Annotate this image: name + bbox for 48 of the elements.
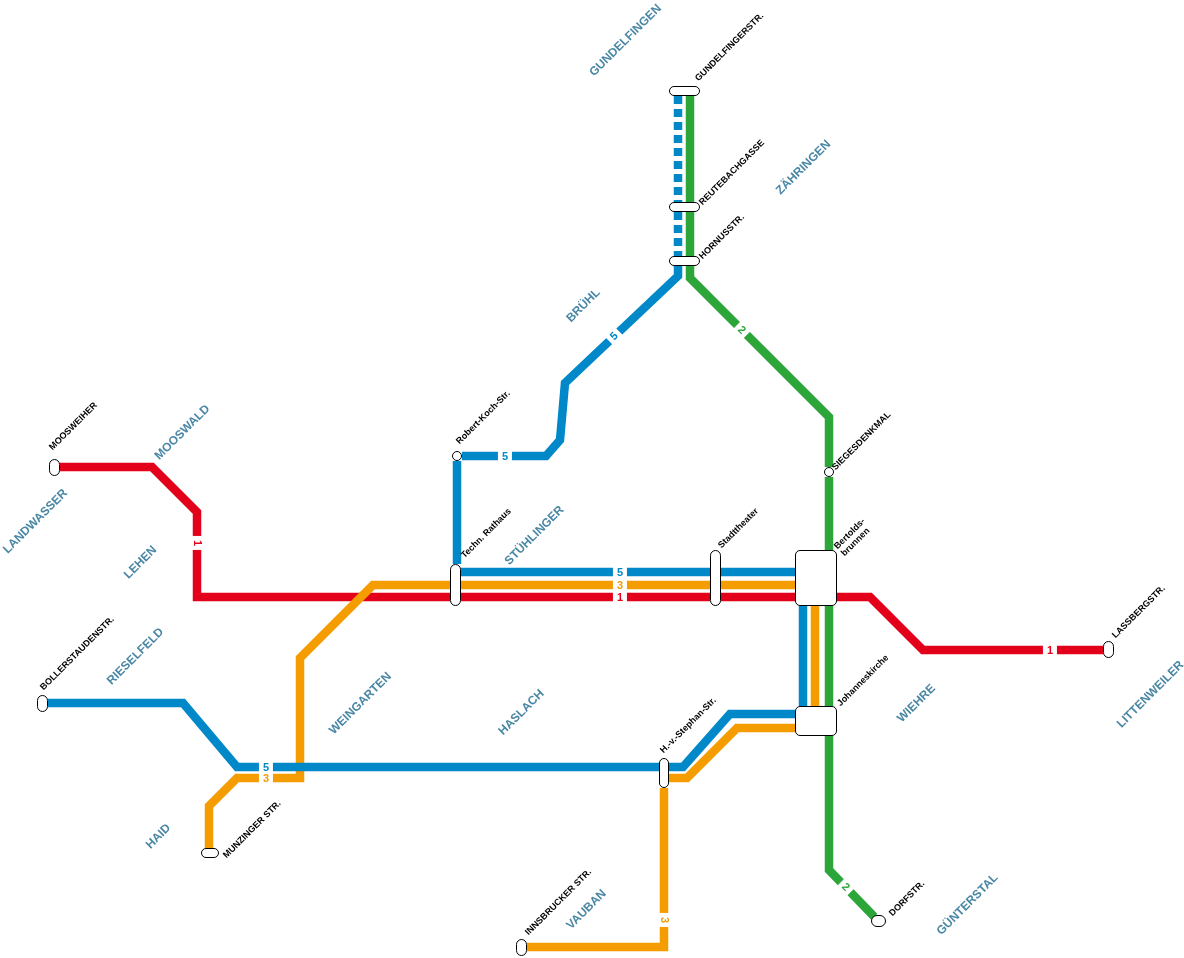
line-number: 5 (258, 761, 274, 773)
tram-line (798, 606, 808, 706)
tram-line (204, 580, 450, 848)
station-marker (516, 939, 527, 956)
dashed-tram-line (673, 212, 683, 256)
tram-line (824, 477, 834, 550)
station-marker (710, 550, 721, 606)
interchange-marker (795, 706, 837, 736)
station-marker (669, 202, 700, 212)
station-marker (450, 564, 461, 606)
tram-line (685, 96, 695, 202)
tram-line (810, 606, 820, 706)
interchange-marker (795, 550, 837, 606)
tram-line (48, 698, 659, 772)
line-number: 5 (612, 566, 628, 578)
line-number: 1 (191, 535, 203, 551)
station-marker (1103, 641, 1114, 658)
tram-line (721, 567, 795, 577)
line-number: 3 (612, 579, 628, 591)
tram-line (721, 592, 795, 602)
tram-line (60, 462, 450, 602)
station-marker (37, 695, 48, 712)
tram-line (824, 736, 878, 920)
station-marker (201, 848, 219, 858)
tram-line (721, 580, 795, 590)
tram-line (837, 592, 1103, 655)
tram-line (824, 606, 834, 706)
line-number: 1 (1042, 644, 1058, 656)
station-marker (871, 915, 886, 927)
tram-line (685, 212, 695, 256)
station-marker (669, 86, 700, 96)
line-number: 5 (497, 450, 513, 462)
tram-line (527, 788, 669, 952)
station-marker (49, 459, 60, 476)
tram-line (452, 461, 462, 564)
tram-line (461, 580, 710, 590)
line-number: 3 (658, 912, 670, 928)
station-marker (659, 758, 669, 788)
station-marker (669, 256, 700, 266)
line-number: 1 (612, 591, 628, 603)
tram-line (461, 567, 710, 577)
tram-line (669, 709, 795, 772)
tram-line (669, 723, 795, 783)
tram-line (685, 266, 834, 467)
line-number: 3 (258, 772, 274, 784)
dashed-tram-line (673, 96, 683, 202)
tram-line (462, 266, 683, 461)
tram-line (461, 592, 710, 602)
